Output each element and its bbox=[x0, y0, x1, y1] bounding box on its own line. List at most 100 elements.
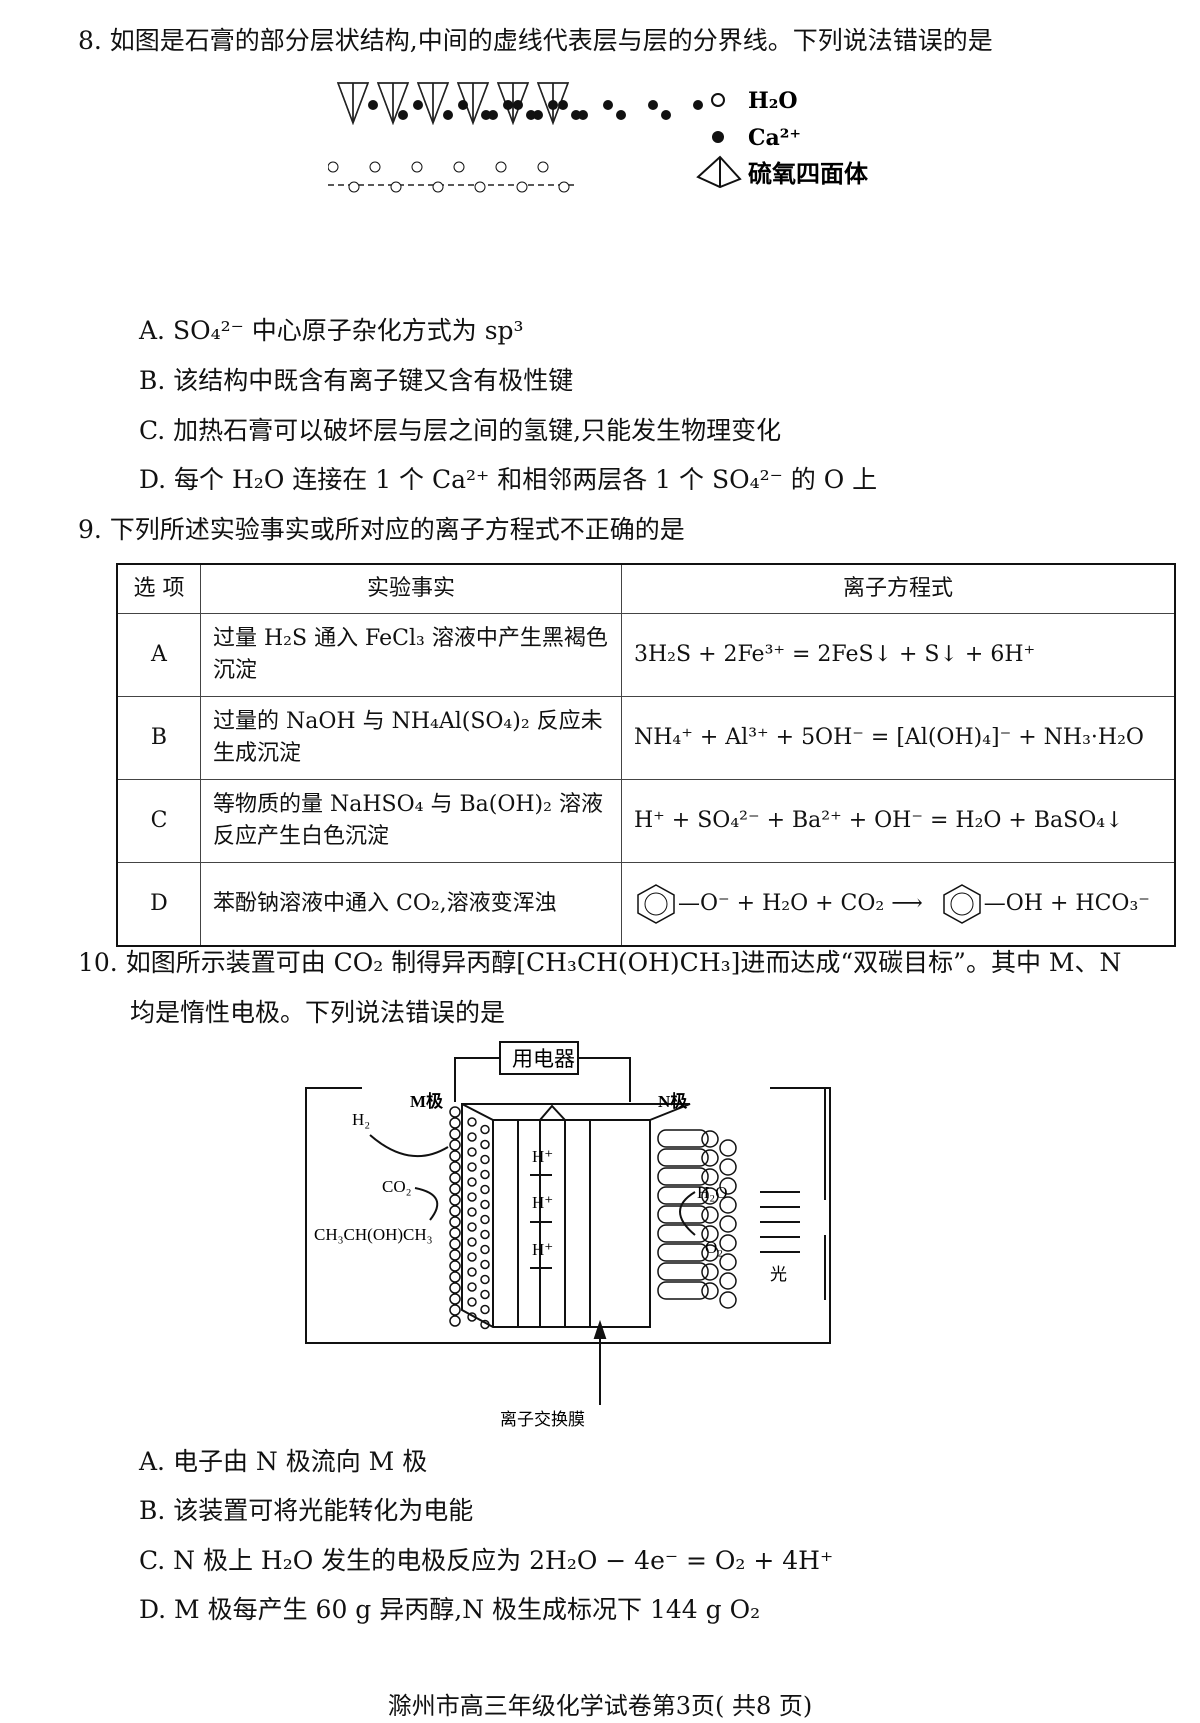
electrode-bead bbox=[480, 1169, 490, 1180]
h2-label: H₂ bbox=[352, 1110, 370, 1129]
calcium-dot bbox=[578, 110, 588, 120]
equation-left: —O⁻ + H₂O + CO₂ ⟶ bbox=[678, 891, 923, 916]
q10-option-d: D. M 极每产生 60 g 异丙醇,N 极生成标况下 144 g O₂ bbox=[139, 1595, 761, 1624]
electrode-bead bbox=[480, 1124, 490, 1135]
electrode-bead bbox=[467, 1117, 477, 1127]
water-dot bbox=[558, 181, 570, 193]
electrode-bead bbox=[449, 1260, 461, 1272]
electrode-bead bbox=[449, 1238, 461, 1250]
table-row: C 等物质的量 NaHSO₄ 与 Ba(OH)₂ 溶液反应产生白色沉淀 H⁺ +… bbox=[116, 779, 1176, 863]
h2o-label: H₂O bbox=[697, 1183, 727, 1202]
electrode-bead bbox=[480, 1199, 490, 1210]
m-electrode-label: M极 bbox=[410, 1092, 443, 1111]
electrode-bead bbox=[449, 1227, 461, 1239]
n-electrode-label: N极 bbox=[658, 1092, 687, 1111]
equation-right: —OH + HCO₃⁻ bbox=[983, 891, 1150, 916]
electrode-tube-end bbox=[701, 1206, 719, 1224]
water-dot bbox=[328, 161, 339, 173]
row-option: B bbox=[116, 696, 201, 780]
electrode-tube-end bbox=[701, 1263, 719, 1281]
electrode-tube-end bbox=[719, 1177, 737, 1195]
header-fact: 实验事实 bbox=[200, 563, 622, 614]
electrode-tube-end bbox=[719, 1215, 737, 1233]
electrode-tube-end bbox=[701, 1244, 719, 1262]
calcium-dot bbox=[443, 110, 453, 120]
electrode-tube-end bbox=[701, 1130, 719, 1148]
calcium-dot bbox=[603, 100, 613, 110]
calcium-dot bbox=[458, 100, 468, 110]
gypsum-structure-figure: H₂O Ca²⁺ 硫氧四面体 bbox=[328, 82, 869, 193]
electrode-tube-end bbox=[719, 1196, 737, 1214]
membrane-label: 离子交换膜 bbox=[500, 1410, 585, 1429]
electrode-bead bbox=[449, 1183, 461, 1195]
electrode-tube bbox=[657, 1243, 709, 1262]
electrode-tube bbox=[657, 1262, 709, 1281]
calcium-dot bbox=[548, 100, 558, 110]
water-dot bbox=[432, 181, 444, 193]
electrode-tube-end bbox=[719, 1253, 737, 1271]
calcium-dot bbox=[616, 110, 626, 120]
light-label: 光 bbox=[770, 1265, 787, 1284]
calcium-dot bbox=[661, 110, 671, 120]
q10-option-a: A. 电子由 N 极流向 M 极 bbox=[139, 1447, 428, 1476]
legend: H₂O Ca²⁺ 硫氧四面体 bbox=[696, 88, 869, 189]
row-option: C bbox=[116, 779, 201, 863]
calcium-dot bbox=[648, 100, 658, 110]
calcium-dot bbox=[481, 110, 491, 120]
electrode-bead bbox=[467, 1252, 477, 1262]
electrode-bead bbox=[480, 1274, 490, 1285]
water-dot bbox=[369, 161, 381, 173]
electrode-bead bbox=[480, 1139, 490, 1150]
electrode-tube-end bbox=[701, 1168, 719, 1186]
hplus-label-1: H⁺ bbox=[532, 1147, 553, 1166]
water-legend-icon bbox=[711, 93, 725, 107]
electrode-bead bbox=[467, 1267, 477, 1277]
row-equation: NH₄⁺ + Al³⁺ + 5OH⁻ = [Al(OH)₄]⁻ + NH₃·H₂… bbox=[621, 696, 1176, 780]
electrode-bead bbox=[449, 1106, 461, 1118]
electrode-bead bbox=[467, 1282, 477, 1292]
electrode-bead bbox=[467, 1192, 477, 1202]
electrode-bead bbox=[480, 1244, 490, 1255]
electrode-tube-end bbox=[701, 1149, 719, 1167]
electrode-bead bbox=[449, 1271, 461, 1283]
benzene-ring-icon bbox=[943, 884, 981, 924]
tetrahedron-icon bbox=[376, 82, 410, 126]
water-dot bbox=[537, 161, 549, 173]
page-footer: 滁州市高三年级化学试卷第3页( 共8 页) bbox=[387, 1692, 813, 1720]
electrode-bead bbox=[467, 1162, 477, 1172]
calcium-dot bbox=[488, 110, 498, 120]
product-label: CH₃CH(OH)CH₃ bbox=[314, 1225, 433, 1244]
calcium-dot bbox=[413, 100, 423, 110]
device-label: 用电器 bbox=[512, 1047, 575, 1071]
electrode-bead bbox=[467, 1222, 477, 1232]
calcium-dot bbox=[526, 110, 536, 120]
electrode-bead bbox=[449, 1249, 461, 1261]
electrode-bead bbox=[449, 1293, 461, 1305]
q10-stem-line2: 均是惰性电极。下列说法错误的是 bbox=[130, 998, 506, 1027]
electrode-bead bbox=[467, 1207, 477, 1217]
electrode-tube-end bbox=[719, 1272, 737, 1290]
calcium-dot bbox=[503, 100, 513, 110]
electrode-bead bbox=[467, 1297, 477, 1307]
calcium-legend-icon bbox=[712, 131, 724, 143]
electrode-tube-end bbox=[719, 1139, 737, 1157]
table-row: B 过量的 NaOH 与 NH₄Al(SO₄)₂ 反应未生成沉淀 NH₄⁺ + … bbox=[116, 696, 1176, 780]
electrode-bead bbox=[480, 1319, 490, 1330]
electrode-bead bbox=[480, 1214, 490, 1225]
h2o-arrow bbox=[679, 1191, 696, 1236]
electrode-tube-end bbox=[719, 1234, 737, 1252]
legend-h2o: H₂O bbox=[748, 88, 798, 114]
calcium-dot bbox=[693, 100, 703, 110]
header-option: 选 项 bbox=[116, 563, 201, 614]
water-dot bbox=[453, 161, 465, 173]
electrode-tube-end bbox=[701, 1225, 719, 1243]
tetrahedra-top bbox=[336, 82, 570, 126]
co2-arrow bbox=[414, 1187, 439, 1221]
header-equation: 离子方程式 bbox=[621, 563, 1176, 614]
q8-option-b: B. 该结构中既含有离子键又含有极性键 bbox=[139, 366, 574, 395]
water-dot bbox=[474, 181, 486, 193]
electrode-tube bbox=[657, 1167, 709, 1186]
water-dot bbox=[516, 181, 528, 193]
tetrahedron-icon bbox=[336, 82, 370, 126]
electrode-bead bbox=[449, 1117, 461, 1129]
